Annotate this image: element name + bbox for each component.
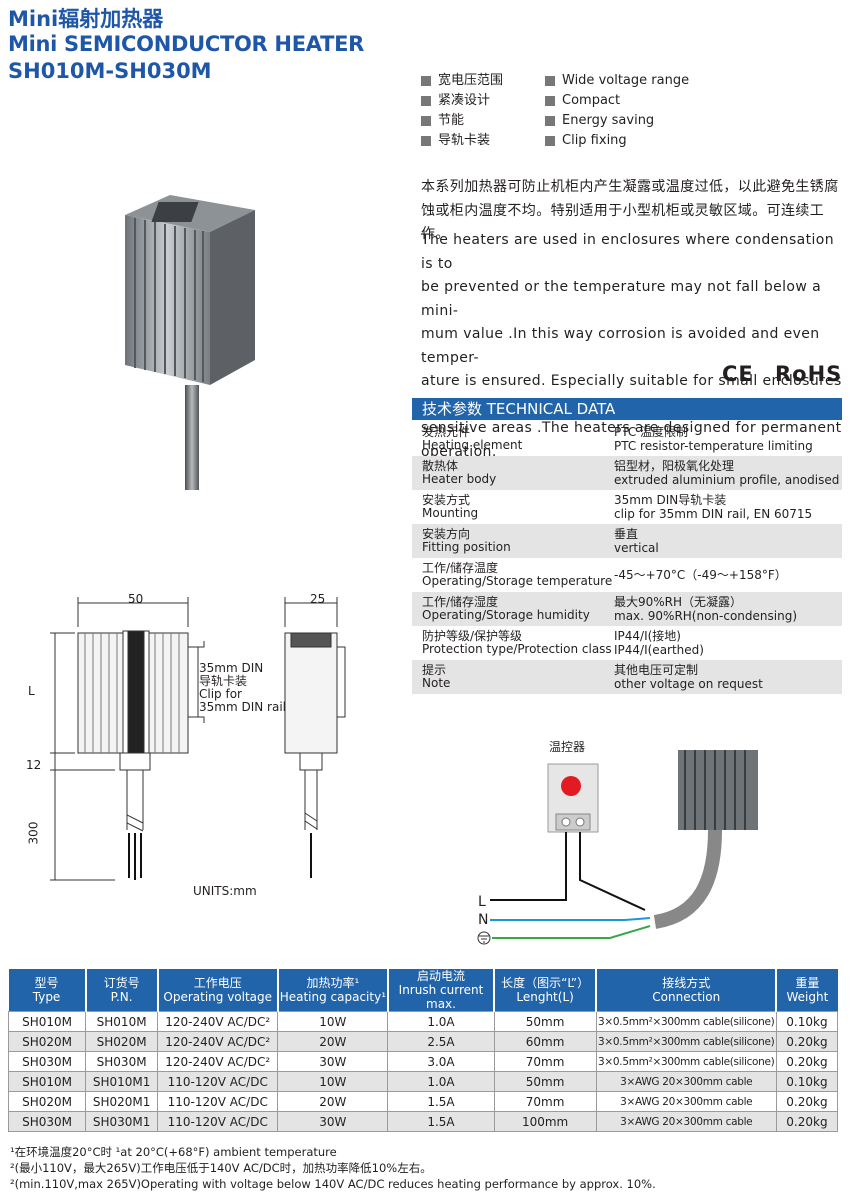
thermostat-label: 温控器 <box>549 740 586 754</box>
ce-mark-icon: CE <box>722 362 754 386</box>
feature-item: 紧凑设计 <box>421 91 503 111</box>
heater-product-image <box>125 195 255 490</box>
features-en-list: Wide voltage range Compact Energy saving… <box>545 71 689 151</box>
bullet-square-icon <box>421 136 431 146</box>
dim-width-label: 50 <box>128 592 144 606</box>
neutral-wire-label: N <box>478 912 489 928</box>
technical-data-header: 技术参数 TECHNICAL DATA <box>412 398 842 420</box>
footnote-2-en: ²(min.110V,max 265V)Operating with volta… <box>10 1177 656 1191</box>
title-model-range: SH010M-SH030M <box>8 59 212 83</box>
feature-item: 导轨卡装 <box>421 131 503 151</box>
dim-300-label: 300 <box>26 821 41 845</box>
units-label: UNITS:mm <box>193 884 257 898</box>
description-cn: 本系列加热器可防止机柜内产生凝露或温度过低，以此避免生锈腐 蚀或柜内温度不均。特… <box>421 179 839 242</box>
footnote-2-cn: ²(最小110V，最大265V)工作电压低于140V AC/DC时，加热功率降低… <box>10 1161 432 1175</box>
dimension-drawing <box>50 597 346 881</box>
rohs-mark-icon: RoHS <box>775 362 843 386</box>
din-rail-note: 35mm DIN 导轨卡装 Clip for 35mm DIN rail <box>199 661 286 714</box>
bullet-square-icon <box>545 136 555 146</box>
bullet-square-icon <box>421 116 431 126</box>
wiring-diagram <box>477 750 758 945</box>
bullet-square-icon <box>545 76 555 86</box>
feature-item: 宽电压范围 <box>421 71 503 91</box>
bullet-square-icon <box>421 96 431 106</box>
features-cn-list: 宽电压范围 紧凑设计 节能 导轨卡装 <box>421 71 503 151</box>
dim-length-label: L <box>28 684 35 698</box>
bullet-square-icon <box>545 116 555 126</box>
bullet-square-icon <box>421 76 431 86</box>
dim-12-label: 12 <box>26 758 42 772</box>
live-wire-label: L <box>478 894 486 910</box>
title-en: Mini SEMICONDUCTOR HEATER <box>8 32 365 56</box>
description-en: The heaters are used in enclosures where… <box>421 232 842 460</box>
dim-depth-label: 25 <box>310 592 326 606</box>
title-cn: Mini辐射加热器 <box>8 7 164 31</box>
feature-item: Clip fixing <box>545 131 689 151</box>
footnote-1: ¹在环境温度20°C时 ¹at 20°C(+68°F) ambient temp… <box>10 1145 337 1159</box>
col-length: 长度（图示“L”）Lenght(L) <box>494 969 598 1012</box>
feature-item: 节能 <box>421 111 503 131</box>
footnotes: ¹在环境温度20°C时 ¹at 20°C(+68°F) ambient temp… <box>10 1144 656 1192</box>
feature-item: Compact <box>545 91 689 111</box>
feature-item: Energy saving <box>545 111 689 131</box>
bullet-square-icon <box>545 96 555 106</box>
feature-item: Wide voltage range <box>545 71 689 91</box>
